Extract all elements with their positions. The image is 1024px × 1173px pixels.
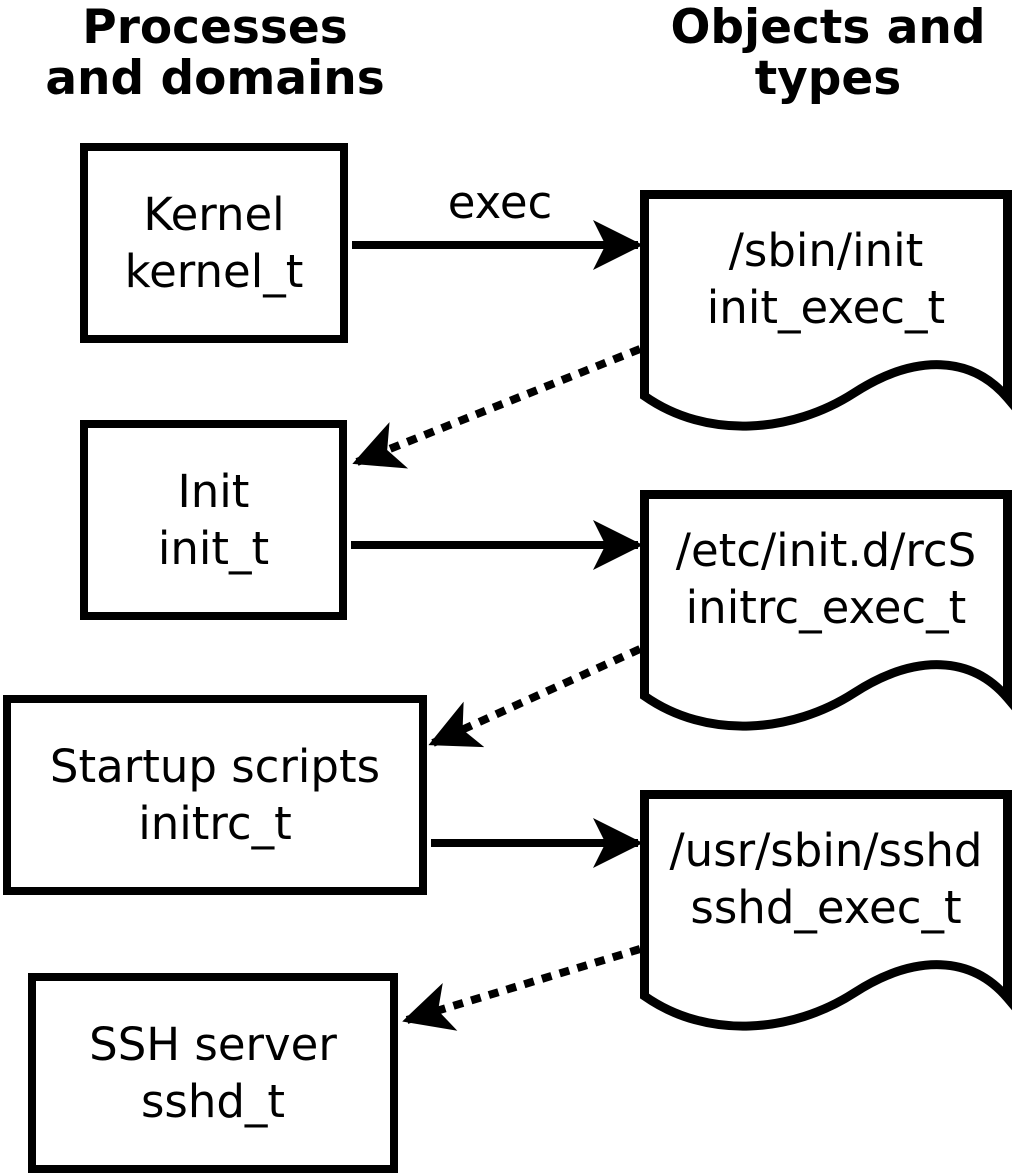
process-name: SSH server — [89, 1018, 337, 1071]
process-box-init: Init init_t — [80, 420, 347, 620]
object-file-type: init_exec_t — [706, 281, 946, 334]
object-doc-usr-sbin-sshd: /usr/sbin/sshd sshd_exec_t — [644, 794, 1008, 964]
object-file-type: initrc_exec_t — [685, 581, 967, 634]
process-box-kernel: Kernel kernel_t — [80, 143, 348, 343]
process-name: Kernel — [143, 188, 285, 241]
column-header-objects-line2: types — [754, 51, 902, 106]
process-domain-type: kernel_t — [124, 245, 304, 298]
transition-arrow-rcs-to-initrc — [428, 645, 642, 748]
column-header-objects-line1: Objects and — [670, 0, 986, 55]
column-header-processes-line2: and domains — [45, 51, 385, 106]
exec-arrow-label: exec — [447, 176, 553, 229]
object-path: /usr/sbin/sshd — [669, 824, 983, 877]
document-shape-sbin-init — [640, 190, 1012, 431]
process-domain-type: sshd_t — [140, 1075, 286, 1128]
object-path: /sbin/init — [728, 224, 924, 277]
column-header-processes: Processes and domains — [15, 2, 415, 104]
process-domain-type: initrc_t — [138, 797, 292, 850]
process-domain-type: init_t — [157, 522, 270, 575]
transition-arrow-sshd-to-sshd-t — [402, 945, 642, 1031]
process-box-ssh-server: SSH server sshd_t — [28, 973, 398, 1173]
transition-arrow-sbin-init-to-init — [352, 345, 642, 469]
column-header-processes-line1: Processes — [82, 0, 348, 55]
object-path: /etc/init.d/rcS — [675, 524, 977, 577]
process-name: Startup scripts — [49, 740, 381, 793]
object-doc-sbin-init: /sbin/init init_exec_t — [644, 194, 1008, 364]
object-file-type: sshd_exec_t — [690, 881, 962, 934]
column-header-objects: Objects and types — [628, 2, 1024, 104]
process-box-startup-scripts: Startup scripts initrc_t — [3, 695, 427, 895]
object-doc-etc-initd-rcs: /etc/init.d/rcS initrc_exec_t — [644, 494, 1008, 664]
document-shape-etc-initd-rcs — [640, 490, 1012, 731]
process-name: Init — [177, 465, 250, 518]
document-shape-usr-sbin-sshd — [640, 790, 1012, 1031]
